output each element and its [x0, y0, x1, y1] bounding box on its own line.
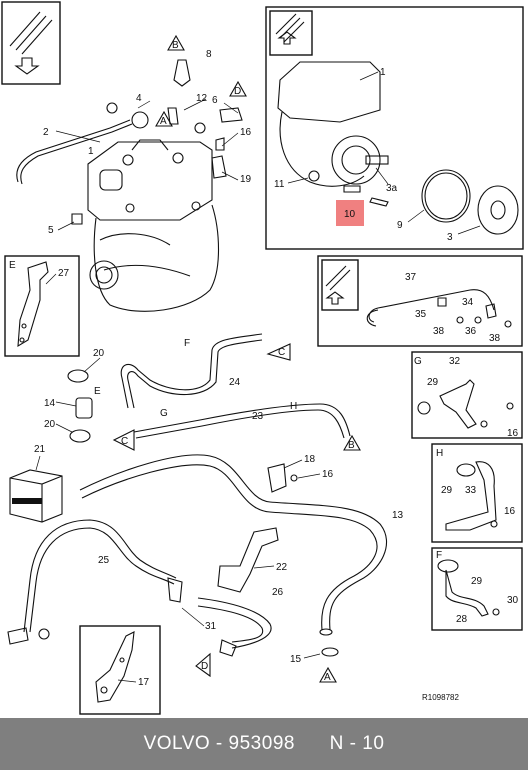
callout-23: 23 — [252, 411, 264, 422]
callout-8: 8 — [206, 49, 212, 60]
footer-bar: VOLVO - 953098 N - 10 — [0, 718, 528, 770]
svg-text:G: G — [414, 356, 422, 367]
callout-4: 4 — [136, 93, 142, 104]
svg-text:A: A — [160, 116, 167, 127]
callout-12: 12 — [196, 93, 208, 104]
callout-29-c: 29 — [471, 576, 483, 587]
callout-9: 9 — [397, 220, 403, 231]
callout-10: 10 — [344, 209, 356, 220]
detail-box-F: F 29 30 28 — [431, 547, 523, 631]
footer-separator: - — [210, 733, 229, 754]
hose-23: 23 G H — [133, 401, 351, 439]
ref-marker-C-left: C — [112, 429, 135, 451]
callout-16-d: 16 — [322, 469, 334, 480]
callout-3a: 3a — [386, 183, 398, 194]
hose-25: 25 — [7, 519, 183, 645]
svg-text:B: B — [348, 440, 355, 451]
callout-37: 37 — [405, 272, 417, 283]
sensor-8 — [173, 59, 191, 87]
callout-38-a: 38 — [433, 326, 445, 337]
hose-2 — [16, 119, 131, 183]
callout-26: 26 — [272, 587, 284, 598]
hose-26: 26 31 — [181, 587, 284, 657]
svg-text:C: C — [278, 347, 285, 358]
callout-38-b: 38 — [489, 333, 501, 344]
callout-6: 6 — [212, 95, 218, 106]
svg-text:H: H — [290, 401, 297, 412]
callout-11: 11 — [274, 179, 285, 190]
detail-box-E: E 27 — [4, 255, 80, 357]
hose-24: 24 F E — [94, 333, 263, 409]
callout-22: 22 — [276, 562, 288, 573]
callout-34: 34 — [462, 297, 474, 308]
callout-19: 19 — [240, 174, 252, 185]
callout-36: 36 — [465, 326, 477, 337]
callout-31: 31 — [205, 621, 217, 632]
callout-29-b: 29 — [441, 485, 453, 496]
callout-15: 15 — [290, 654, 302, 665]
parts-diagram: B A D 8 4 12 6 2 16 1 19 5 10 1 11 — [1, 1, 524, 715]
svg-text:C: C — [121, 436, 128, 447]
bracket-18 — [267, 463, 287, 493]
svg-text:F: F — [436, 550, 442, 561]
callout-35: 35 — [415, 309, 427, 320]
callout-25: 25 — [98, 555, 110, 566]
detail-box-G: G 32 29 16 — [411, 351, 523, 439]
svg-text:E: E — [9, 260, 16, 271]
ref-marker-D-bottom: D — [195, 652, 211, 678]
hose-13: 13 15 — [79, 454, 404, 665]
callout-20-a: 20 — [93, 348, 105, 359]
callout-29-a: 29 — [427, 377, 439, 388]
detail-box-pipe: 37 35 34 38 36 38 — [317, 255, 523, 347]
callout-16-b: 16 — [507, 428, 519, 439]
callout-28: 28 — [456, 614, 468, 625]
ref-marker-A-top: A — [155, 110, 173, 127]
svg-text:E: E — [94, 386, 101, 397]
callout-30: 30 — [507, 595, 519, 606]
callout-18: 18 — [304, 454, 316, 465]
callout-32: 32 — [449, 356, 461, 367]
callout-16-c: 16 — [504, 506, 516, 517]
callout-17: 17 — [138, 677, 150, 688]
detail-box-bracket-17: 17 — [79, 625, 161, 715]
callout-5: 5 — [48, 225, 54, 236]
callout-2: 2 — [43, 127, 49, 138]
callout-16-a: 16 — [240, 127, 252, 138]
svg-text:A: A — [324, 672, 331, 683]
callout-33: 33 — [465, 485, 477, 496]
footer-page: N - 10 — [329, 733, 385, 754]
orientation-icon — [1, 1, 61, 85]
svg-text:H: H — [436, 448, 443, 459]
bracket-22 — [217, 527, 279, 593]
drawing-number: R1098782 — [422, 693, 459, 702]
callout-14: 14 — [44, 398, 56, 409]
fittings-left: 20 14 20 21 — [9, 348, 105, 523]
callout-1-b: 1 — [380, 67, 386, 78]
svg-text:B: B — [172, 40, 179, 51]
callout-1-a: 1 — [88, 146, 94, 157]
ref-marker-C-right: C — [266, 343, 291, 361]
callout-20-b: 20 — [44, 419, 56, 430]
ref-marker-D-top: D — [229, 80, 247, 97]
callout-3: 3 — [447, 232, 453, 243]
footer-spacer — [295, 733, 330, 755]
ref-marker-B-top: B — [167, 34, 185, 51]
callout-21: 21 — [34, 444, 46, 455]
svg-text:F: F — [184, 338, 190, 349]
footer-brand: VOLVO — [143, 733, 211, 754]
svg-text:G: G — [160, 408, 168, 419]
ref-marker-B-mid: B — [343, 434, 361, 451]
svg-text:D: D — [234, 86, 241, 97]
ref-marker-A-bottom: A — [319, 666, 337, 683]
detail-box-compressor: 10 1 11 3a 9 3 — [265, 6, 524, 250]
compressor-main — [87, 139, 220, 312]
highlight-part-10 — [336, 200, 364, 226]
callout-24: 24 — [229, 377, 241, 388]
callout-27: 27 — [58, 268, 70, 279]
callout-13: 13 — [392, 510, 404, 521]
footer-part-number: 953098 — [228, 733, 295, 754]
svg-text:D: D — [201, 661, 208, 672]
detail-box-H: H 29 33 16 — [431, 443, 523, 543]
